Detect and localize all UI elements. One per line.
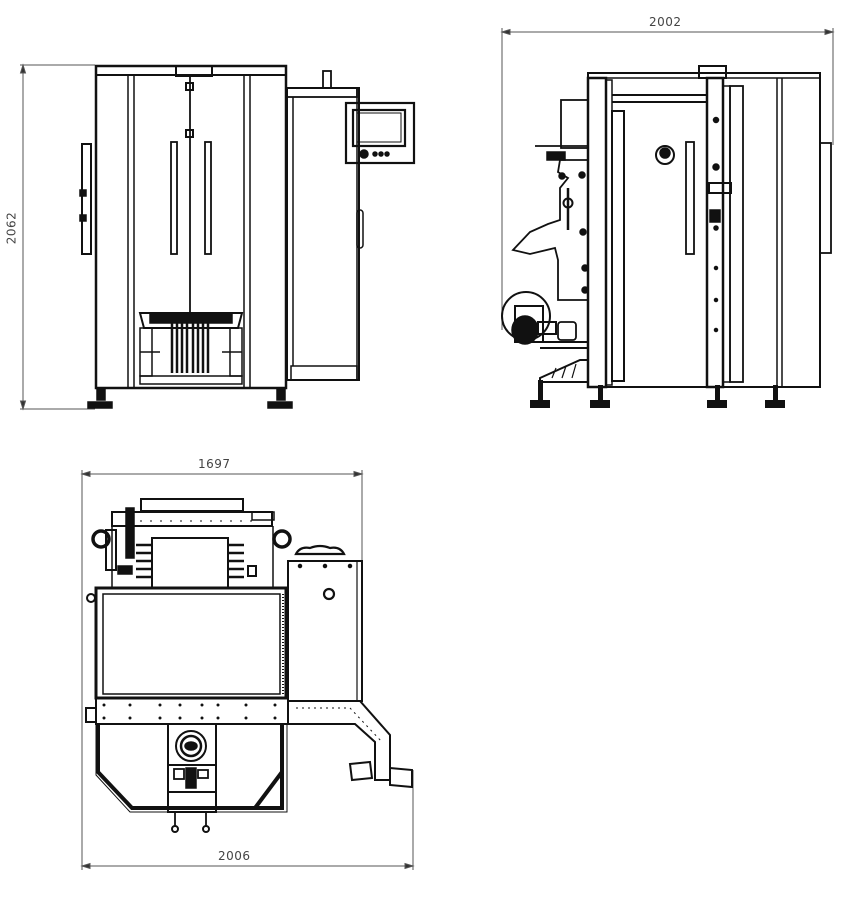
- film-roller-assembly: [91, 498, 292, 589]
- dimension-width-2002: [500, 28, 835, 330]
- emergency-stop-icon: [359, 149, 369, 159]
- dimension-label-height: 2062: [4, 211, 19, 245]
- filling-manifold: [138, 312, 244, 385]
- hmi-control-panel: [344, 101, 416, 165]
- front-view: [19, 63, 416, 411]
- dimension-label-top-width: 1697: [198, 457, 231, 471]
- dimension-width-1697: [80, 470, 364, 870]
- electrical-cabinet: [287, 544, 363, 702]
- dimension-label-overall-width: 2006: [218, 849, 251, 863]
- film-unwinder: [501, 99, 589, 383]
- top-view: [80, 470, 415, 870]
- dimension-label-side-width: 2002: [649, 15, 682, 29]
- side-view: [500, 28, 835, 408]
- dimension-height-2062: [19, 63, 95, 411]
- discharge-chute: [288, 700, 413, 789]
